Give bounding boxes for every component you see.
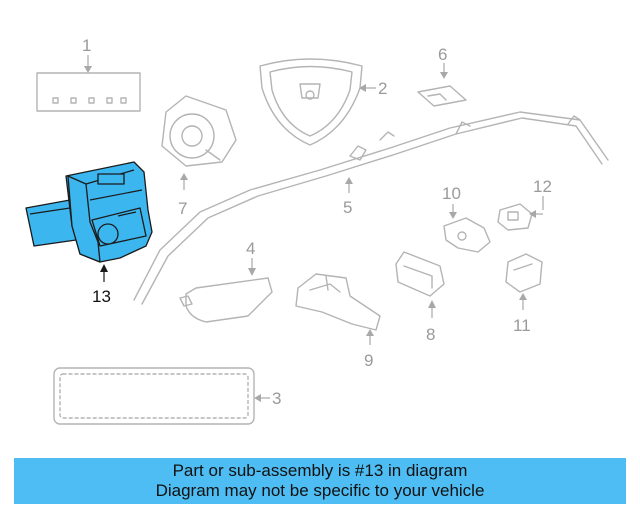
- seat-airbag-icon: [179, 277, 273, 323]
- part-6[interactable]: 6: [417, 45, 467, 107]
- part-10[interactable]: 10: [442, 184, 491, 253]
- part-4[interactable]: 4: [179, 239, 273, 323]
- knee-airbag-icon: [53, 367, 255, 425]
- front-sensor-icon: [497, 203, 533, 231]
- connector-block-icon: [36, 72, 141, 112]
- callout-4: 4: [246, 239, 255, 258]
- part-3[interactable]: 3: [53, 367, 281, 425]
- callout-12: 12: [533, 177, 552, 196]
- part-11[interactable]: 11: [505, 253, 543, 335]
- callout-11: 11: [513, 316, 531, 335]
- steering-wheel-airbag-icon: [259, 58, 363, 146]
- callout-9: 9: [364, 351, 373, 370]
- callout-7: 7: [178, 199, 187, 218]
- control-module-icon: [25, 161, 153, 263]
- part-1[interactable]: 1: [36, 36, 141, 112]
- callout-8: 8: [426, 325, 435, 344]
- callout-13: 13: [92, 287, 111, 306]
- clip-icon: [417, 85, 467, 107]
- part-8[interactable]: 8: [395, 251, 445, 344]
- caption-line-2: Diagram may not be specific to your vehi…: [155, 481, 485, 500]
- caption-banner: Part or sub-assembly is #13 in diagram D…: [14, 458, 626, 504]
- callout-10: 10: [442, 184, 461, 203]
- part-2[interactable]: 2: [259, 58, 387, 146]
- callout-3: 3: [272, 389, 281, 408]
- passenger-airbag-icon: [295, 273, 381, 331]
- clockspring-icon: [161, 95, 237, 167]
- side-sensor-icon: [505, 253, 543, 293]
- callout-6: 6: [438, 45, 447, 64]
- impact-sensor-icon: [443, 217, 491, 253]
- part-7[interactable]: 7: [161, 95, 237, 218]
- part-5[interactable]: 5: [133, 111, 609, 305]
- sensor-icon: [395, 251, 445, 297]
- part-12[interactable]: 12: [497, 177, 552, 231]
- callout-1: 1: [82, 36, 91, 55]
- caption-line-1: Part or sub-assembly is #13 in diagram: [172, 461, 468, 480]
- part-13[interactable]: 13: [25, 161, 153, 306]
- part-9[interactable]: 9: [295, 273, 381, 370]
- callout-2: 2: [378, 79, 387, 98]
- callout-5: 5: [343, 198, 352, 217]
- curtain-airbag-icon: [133, 111, 609, 305]
